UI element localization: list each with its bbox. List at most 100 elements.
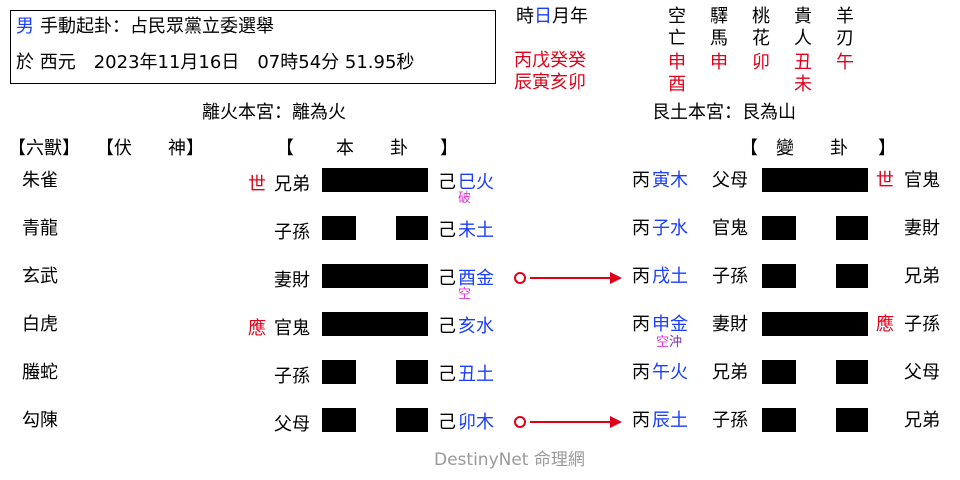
spirit-1-top: 驛 bbox=[710, 6, 728, 27]
line-mark: 應 bbox=[248, 318, 266, 339]
changed-yin-line-left bbox=[762, 216, 796, 240]
line-branch: 丑土 bbox=[458, 364, 494, 385]
header-original-close: 】 bbox=[440, 138, 458, 159]
changed-stem: 丙 bbox=[632, 218, 650, 239]
footer-brand: DestinyNet 命理網 bbox=[434, 450, 585, 470]
changed-yin-line-left bbox=[762, 264, 796, 288]
header-changed-open: 【 bbox=[740, 138, 758, 159]
spirit-0-bottom1: 申 bbox=[668, 52, 686, 73]
yin-line-right bbox=[396, 360, 428, 384]
changed-relation: 官鬼 bbox=[712, 218, 748, 239]
changed-branch: 寅木 bbox=[652, 170, 688, 191]
spirit-3-top: 貴 bbox=[794, 6, 812, 27]
arrow-head-icon bbox=[610, 416, 622, 428]
line-beast: 白虎 bbox=[22, 314, 58, 335]
line-relation: 子孫 bbox=[274, 222, 310, 243]
moving-line-circle-icon bbox=[514, 416, 526, 428]
changed-mark: 世 bbox=[876, 170, 894, 191]
spirit-0-top: 空 bbox=[668, 6, 686, 27]
line-relation: 妻財 bbox=[274, 270, 310, 291]
line-relation: 官鬼 bbox=[274, 318, 310, 339]
changed-stem: 丙 bbox=[632, 170, 650, 191]
moving-line-circle-icon bbox=[514, 272, 526, 284]
changed-relation-right: 官鬼 bbox=[904, 170, 940, 191]
spirit-0-mid: 亡 bbox=[668, 28, 686, 49]
changed-yang-line bbox=[762, 168, 868, 192]
header-changed-hexagram: 變 卦 bbox=[776, 138, 848, 159]
spirit-2-bottom1: 卯 bbox=[752, 52, 770, 73]
pillar-stems: 丙戊癸癸 bbox=[514, 50, 586, 71]
changed-relation: 父母 bbox=[712, 170, 748, 191]
changed-stem: 丙 bbox=[632, 362, 650, 383]
line-beast: 勾陳 bbox=[22, 410, 58, 431]
pillar-label-hour: 時 bbox=[516, 6, 534, 27]
spirit-3-mid: 人 bbox=[794, 28, 812, 49]
changed-branch: 申金 bbox=[652, 314, 688, 335]
changed-relation-right: 妻財 bbox=[904, 218, 940, 239]
changed-relation-right: 父母 bbox=[904, 362, 940, 383]
yin-line-left bbox=[322, 216, 356, 240]
spirit-3-bottom1: 丑 bbox=[794, 52, 812, 73]
header-original-hexagram: 本 卦 bbox=[336, 138, 408, 159]
spirit-1-bottom1: 申 bbox=[710, 52, 728, 73]
line-stem: 己 bbox=[438, 364, 456, 385]
changed-relation-right: 子孫 bbox=[904, 314, 940, 335]
changed-yin-line-right bbox=[836, 216, 868, 240]
changed-stem: 丙 bbox=[632, 314, 650, 335]
changed-yang-line bbox=[762, 312, 868, 336]
changed-branch: 戌土 bbox=[652, 266, 688, 287]
gender-label: 男 bbox=[16, 16, 34, 37]
line-branch: 卯木 bbox=[458, 412, 494, 433]
header-hidden-spirit: 【伏 神】 bbox=[96, 138, 204, 159]
line-relation: 兄弟 bbox=[274, 174, 310, 195]
changed-stem: 丙 bbox=[632, 266, 650, 287]
yang-line bbox=[322, 168, 428, 192]
line-beast: 玄武 bbox=[22, 266, 58, 287]
yang-line bbox=[322, 264, 428, 288]
line-branch: 未土 bbox=[458, 220, 494, 241]
original-palace: 離火本宮：離為火 bbox=[202, 102, 346, 123]
yang-line bbox=[322, 312, 428, 336]
line-note: 破 bbox=[458, 191, 472, 206]
divination-topic: 手動起卦：占民眾黨立委選舉 bbox=[40, 16, 274, 37]
changed-relation: 妻財 bbox=[712, 314, 748, 335]
pillar-branches: 辰寅亥卯 bbox=[514, 72, 586, 93]
pillar-label-day: 日 bbox=[534, 6, 552, 27]
header-six-beasts: 【六獸】 bbox=[8, 138, 80, 159]
pillar-label-month-year: 月年 bbox=[552, 6, 588, 27]
line-stem: 己 bbox=[438, 316, 456, 337]
divination-info-box bbox=[10, 10, 496, 84]
spirit-1-mid: 馬 bbox=[710, 28, 728, 49]
spirit-4-bottom1: 午 bbox=[836, 52, 854, 73]
moving-line-arrow-icon bbox=[530, 421, 610, 423]
line-branch: 亥水 bbox=[458, 316, 494, 337]
changed-note: 空沖 bbox=[656, 335, 683, 350]
line-stem: 己 bbox=[438, 172, 456, 193]
changed-yin-line-right bbox=[836, 360, 868, 384]
spirit-0-bottom2: 酉 bbox=[668, 74, 686, 95]
header-original-open: 【 bbox=[276, 138, 294, 159]
changed-yin-line-right bbox=[836, 408, 868, 432]
changed-mark: 應 bbox=[876, 314, 894, 335]
line-beast: 青龍 bbox=[22, 218, 58, 239]
changed-branch: 辰土 bbox=[652, 410, 688, 431]
line-relation: 子孫 bbox=[274, 366, 310, 387]
yin-line-right bbox=[396, 408, 428, 432]
changed-relation: 子孫 bbox=[712, 266, 748, 287]
arrow-head-icon bbox=[610, 272, 622, 284]
changed-palace: 艮土本宮：艮為山 bbox=[652, 102, 796, 123]
changed-yin-line-left bbox=[762, 360, 796, 384]
moving-line-arrow-icon bbox=[530, 277, 610, 279]
yin-line-left bbox=[322, 360, 356, 384]
line-stem: 己 bbox=[438, 268, 456, 289]
changed-relation-right: 兄弟 bbox=[904, 266, 940, 287]
line-note: 空 bbox=[458, 287, 472, 302]
yin-line-left bbox=[322, 408, 356, 432]
header-changed-close: 】 bbox=[878, 138, 896, 159]
pillar-labels: 時日月年 bbox=[516, 8, 588, 26]
changed-relation: 子孫 bbox=[712, 410, 748, 431]
line-beast: 螣蛇 bbox=[22, 362, 58, 383]
spirit-4-top: 羊 bbox=[836, 6, 854, 27]
spirit-2-top: 桃 bbox=[752, 6, 770, 27]
line-branch: 巳火 bbox=[458, 172, 494, 193]
